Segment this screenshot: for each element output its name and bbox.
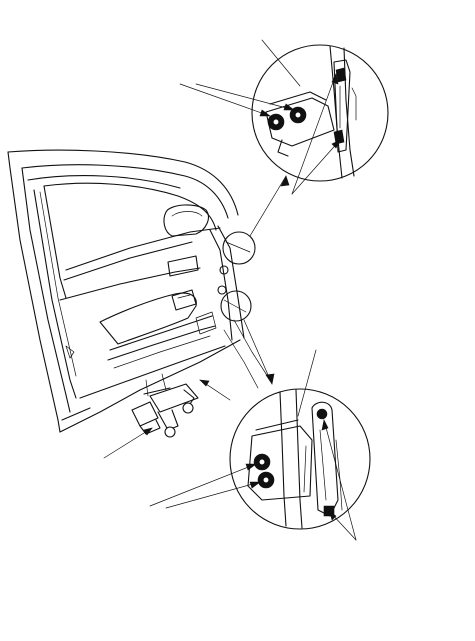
front-door-illustration [7,149,271,433]
callout-leaders [103,39,357,541]
upper-hinge-detail [251,44,389,182]
detail-arrows [243,175,290,385]
lower-hinge-detail [229,388,371,530]
door-check-link [131,373,199,438]
